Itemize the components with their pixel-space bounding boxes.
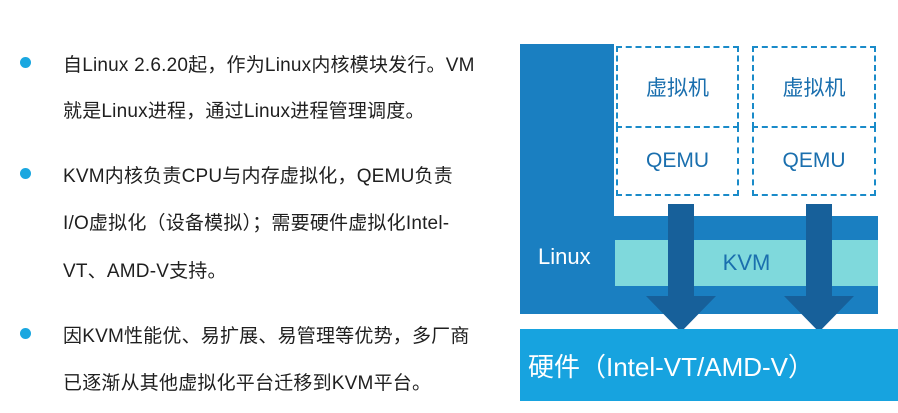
- hardware-layer: 硬件（Intel-VT/AMD-V）: [520, 329, 898, 401]
- bullet-dot: [20, 57, 31, 68]
- kvm-module: KVM: [615, 240, 878, 286]
- linux-label: Linux: [538, 244, 591, 269]
- bullet-1-line-2: 就是Linux进程，通过Linux进程管理调度。: [63, 101, 425, 122]
- vm-box-2: 虚拟机: [752, 46, 876, 128]
- bullet-list: 自Linux 2.6.20起，作为Linux内核模块发行。VM 就是Linux进…: [20, 55, 475, 394]
- kvm-architecture-diagram: 虚拟机 虚拟机 QEMU QEMU Linux KVM 硬件（Intel-VT/…: [520, 0, 898, 413]
- bullet-1-line-1: 自Linux 2.6.20起，作为Linux内核模块发行。VM: [63, 55, 475, 76]
- bullet-2-line-2: I/O虚拟化（设备模拟）；需要硬件虚拟化Intel-: [63, 213, 450, 234]
- vm-box-1: 虚拟机: [616, 46, 739, 128]
- arrow-down-icon: [646, 204, 716, 332]
- arrow-down-icon: [784, 204, 854, 332]
- bullet-3-line-1: 因KVM性能优、易扩展、易管理等优势，多厂商: [63, 326, 470, 347]
- qemu-box-2: QEMU: [752, 126, 876, 196]
- bullet-2-line-1: KVM内核负责CPU与内存虚拟化，QEMU负责: [63, 166, 453, 187]
- bullet-dot: [20, 168, 31, 179]
- bullet-2-line-3: VT、AMD-V支持。: [63, 261, 227, 282]
- qemu-box-1: QEMU: [616, 126, 739, 196]
- bullet-3-line-2: 已逐渐从其他虚拟化平台迁移到KVM平台。: [63, 373, 432, 394]
- bullet-dot: [20, 328, 31, 339]
